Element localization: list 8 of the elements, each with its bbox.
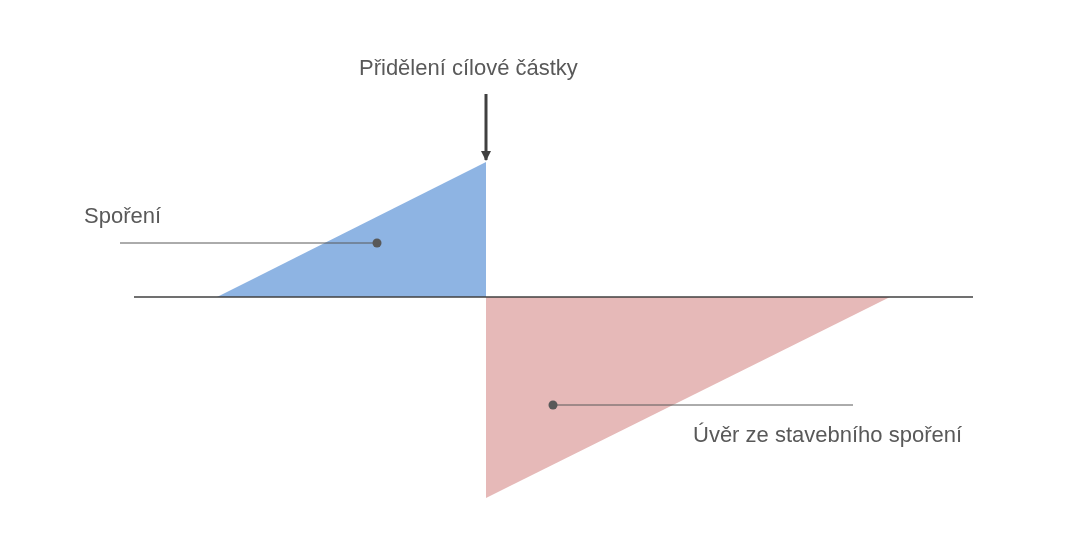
triangle-area <box>217 162 486 297</box>
text-label: Přidělení cílové částky <box>359 57 578 79</box>
text-label: Spoření <box>84 205 162 227</box>
text-label: Úvěr ze stavebního spoření <box>693 424 963 446</box>
triangle-area <box>486 297 890 498</box>
leader-line <box>119 238 382 248</box>
leader-line <box>548 400 854 410</box>
arrow <box>481 94 491 161</box>
